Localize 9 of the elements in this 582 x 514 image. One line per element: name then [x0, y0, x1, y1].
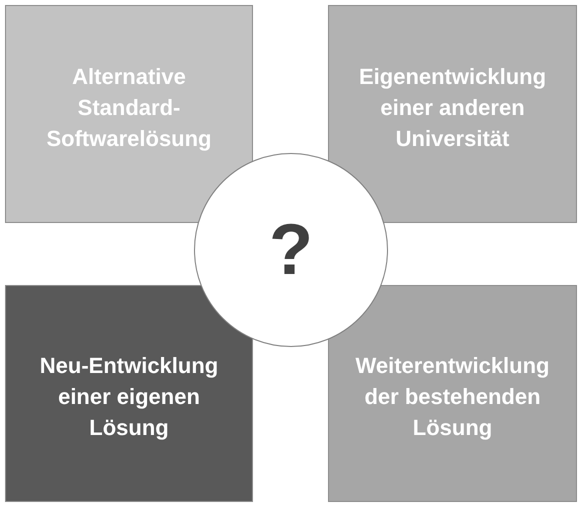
option-box — [328, 5, 577, 223]
option-box — [328, 285, 577, 502]
option-label: Eigenentwicklung einer anderen Universität — [358, 63, 548, 153]
question-mark: ? — [268, 210, 314, 290]
option-label: Weiterentwicklung der bestehenden Lösung — [354, 352, 550, 442]
option-label: Alternative Standard-Softwarelösung — [45, 63, 212, 153]
option-label: Neu-Entwicklung einer eigenen Lösung — [38, 352, 220, 442]
option-box — [5, 5, 253, 223]
option-box — [5, 285, 253, 502]
